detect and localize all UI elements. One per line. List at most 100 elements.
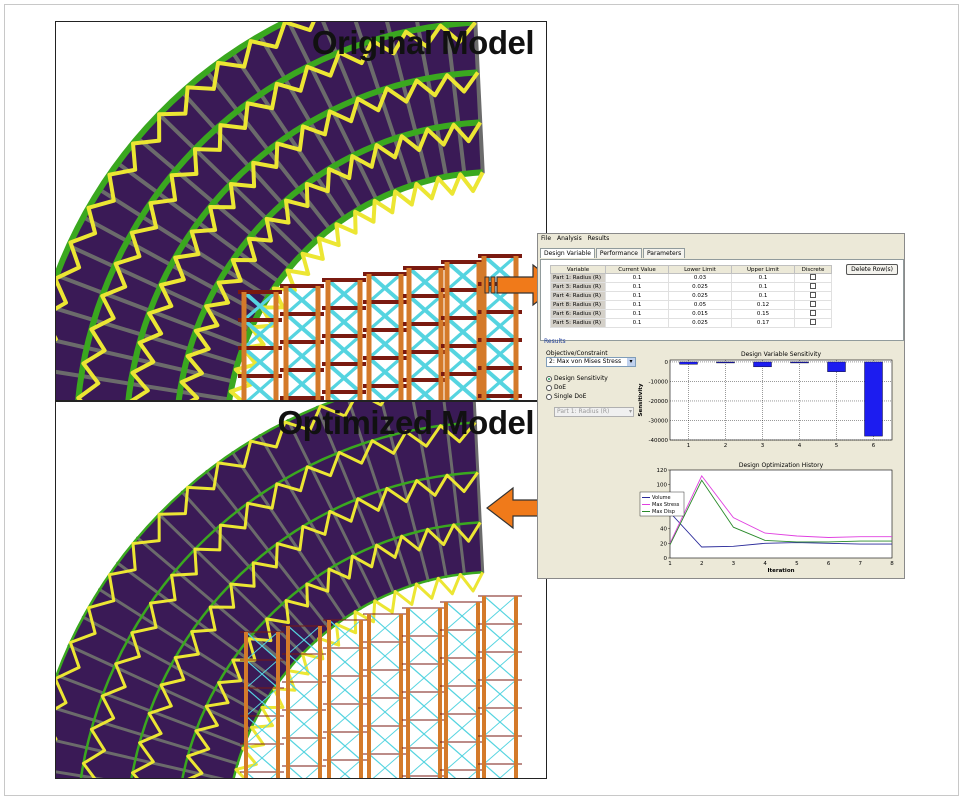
wall-brace — [407, 322, 443, 354]
menu-file[interactable]: File — [541, 235, 552, 242]
x-tick-label: 4 — [798, 443, 802, 449]
radio-single-doe[interactable]: Single DoE — [546, 393, 586, 400]
cell-variable[interactable]: Part 5: Radius (R) — [550, 318, 606, 328]
col-current-value[interactable]: Current Value — [605, 265, 669, 274]
col-lower-limit[interactable]: Lower Limit — [668, 265, 732, 274]
cell-lower-limit[interactable]: 0.03 — [668, 273, 732, 283]
wall-brace — [415, 378, 443, 400]
discrete-checkbox[interactable] — [810, 283, 816, 289]
wall-brace — [287, 681, 321, 711]
wall-brace — [326, 334, 362, 366]
wall-brace — [284, 284, 320, 316]
legend-label: Max Disp — [652, 509, 675, 515]
wall-brace — [445, 741, 479, 771]
radio-doe[interactable]: DoE — [546, 384, 566, 391]
cell-lower-limit[interactable]: 0.025 — [668, 291, 732, 301]
history-x-label: Iteration — [767, 568, 794, 574]
wall-brace — [284, 368, 320, 400]
cell-variable[interactable]: Part 1: Radius (R) — [550, 273, 606, 283]
discrete-checkbox[interactable] — [810, 292, 816, 298]
sensitivity-bar — [753, 361, 772, 368]
sensitivity-y-label: Sensitivity — [638, 383, 644, 416]
radio-icon[interactable] — [546, 384, 552, 391]
wall-brace — [326, 306, 362, 338]
wall-brace — [407, 294, 443, 326]
wall-brace — [245, 715, 279, 745]
cell-variable[interactable]: Part 3: Radius (R) — [550, 282, 606, 292]
x-tick-label: 2 — [700, 561, 704, 567]
radio-design-sensitivity[interactable]: Design Sensitivity — [546, 375, 608, 382]
purlin — [56, 770, 104, 778]
objective-constraint-select[interactable]: 2: Max von Mises Stress ▾ — [546, 357, 636, 367]
radio-selected-icon[interactable] — [546, 375, 552, 382]
radio-icon[interactable] — [546, 393, 552, 400]
cell-current-value[interactable]: 0.1 — [605, 282, 669, 292]
col-discrete[interactable]: Discrete — [794, 265, 832, 274]
objective-constraint-value: 2: Max von Mises Stress — [549, 358, 622, 365]
cell-upper-limit[interactable]: 0.15 — [731, 309, 795, 319]
tab-performance[interactable]: Performance — [595, 248, 642, 258]
series-line-max-disp — [669, 479, 892, 545]
wall-frame — [478, 595, 522, 778]
wall-brace — [445, 685, 479, 715]
cell-current-value[interactable]: 0.1 — [605, 273, 669, 283]
wall-brace — [245, 743, 279, 773]
cell-discrete — [794, 291, 832, 301]
cell-lower-limit[interactable]: 0.025 — [668, 282, 732, 292]
cell-variable[interactable]: Part 4: Radius (R) — [550, 291, 606, 301]
cell-upper-limit[interactable]: 0.1 — [731, 273, 795, 283]
wall-brace — [483, 623, 517, 653]
cell-variable[interactable]: Part 6: Radius (R) — [550, 309, 606, 319]
discrete-checkbox[interactable] — [810, 274, 816, 280]
wall-brace — [445, 657, 479, 687]
y-tick-label: 40 — [660, 527, 667, 533]
col-variable[interactable]: Variable — [550, 265, 606, 274]
web-member — [129, 71, 480, 400]
cell-current-value[interactable]: 0.1 — [605, 309, 669, 319]
menu-analysis[interactable]: Analysis — [556, 235, 582, 242]
part-select-value: Part 1: Radius (R) — [557, 408, 610, 415]
chevron-down-icon[interactable]: ▾ — [627, 358, 635, 366]
web-member — [131, 471, 480, 778]
original-model-viewport[interactable]: Original Model — [55, 21, 547, 401]
cell-upper-limit[interactable]: 0.1 — [731, 282, 795, 292]
col-upper-limit[interactable]: Upper Limit — [731, 265, 795, 274]
wall-frame — [238, 290, 282, 400]
wall-brace — [328, 619, 362, 649]
cell-lower-limit[interactable]: 0.015 — [668, 309, 732, 319]
tab-parameters[interactable]: Parameters — [642, 248, 686, 258]
chevron-down-icon[interactable]: ▾ — [628, 408, 632, 415]
y-tick-label: 100 — [657, 483, 668, 489]
cell-upper-limit[interactable]: 0.1 — [731, 291, 795, 301]
discrete-checkbox[interactable] — [810, 310, 816, 316]
discrete-checkbox[interactable] — [810, 301, 816, 307]
delete-rows-button[interactable]: Delete Row(s) — [846, 264, 898, 275]
discrete-checkbox[interactable] — [810, 319, 816, 325]
cell-upper-limit[interactable]: 0.12 — [731, 300, 795, 310]
part-select[interactable]: Part 1: Radius (R) ▾ — [554, 407, 634, 417]
wall-frame — [280, 284, 324, 400]
wall-brace — [483, 763, 501, 778]
cell-variable[interactable]: Part 8: Radius (R) — [550, 300, 606, 310]
y-tick-label: 0 — [665, 360, 669, 366]
cell-upper-limit[interactable]: 0.17 — [731, 318, 795, 328]
y-tick-label: 120 — [657, 468, 668, 474]
tab-design-variable[interactable]: Design Variable — [540, 248, 595, 258]
optimized-model-viewport[interactable]: Optimized Model — [55, 401, 547, 779]
wall-brace — [328, 731, 362, 761]
wall-frame — [240, 631, 284, 778]
menu-results[interactable]: Results — [587, 235, 610, 242]
wall-brace — [382, 384, 403, 400]
cell-current-value[interactable]: 0.1 — [605, 300, 669, 310]
cell-lower-limit[interactable]: 0.05 — [668, 300, 732, 310]
cell-lower-limit[interactable]: 0.025 — [668, 318, 732, 328]
wall-brace — [326, 278, 362, 310]
cell-current-value[interactable]: 0.1 — [605, 318, 669, 328]
cell-current-value[interactable]: 0.1 — [605, 291, 669, 301]
